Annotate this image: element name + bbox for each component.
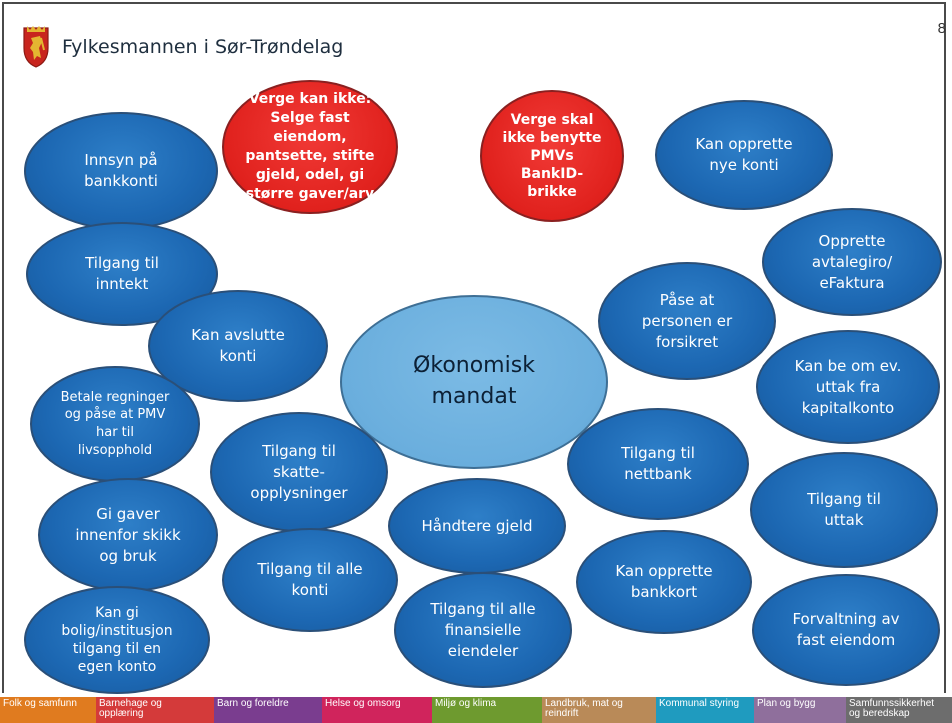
node-regninger: Betale regninger og påse at PMV har til … bbox=[30, 366, 200, 482]
category-landbruk[interactable]: Landbruk, mat og reindrift bbox=[542, 697, 656, 723]
node-avslutte: Kan avslutte konti bbox=[148, 290, 328, 402]
node-eiendom: Forvaltning av fast eiendom bbox=[752, 574, 940, 686]
node-eiendeler: Tilgang til alle finansielle eiendeler bbox=[394, 572, 572, 688]
node-ikke-selge: Verge kan ikke: Selge fast eiendom, pant… bbox=[222, 80, 398, 214]
node-uttak: Tilgang til uttak bbox=[750, 452, 938, 568]
node-kapitalkonto: Kan be om ev. uttak fra kapitalkonto bbox=[756, 330, 940, 444]
node-innsyn: Innsyn på bankkonti bbox=[24, 112, 218, 230]
category-folk-og-samfunn[interactable]: Folk og samfunn bbox=[0, 697, 96, 723]
org-title: Fylkesmannen i Sør-Trøndelag bbox=[62, 36, 344, 58]
category-barn-og-foreldre[interactable]: Barn og foreldre bbox=[214, 697, 322, 723]
center-node: Økonomisk mandat bbox=[340, 295, 608, 469]
node-nettbank: Tilgang til nettbank bbox=[567, 408, 749, 520]
category-barnehage-og-opplaering[interactable]: Barnehage og opplæring bbox=[96, 697, 214, 723]
category-plan-og-bygg[interactable]: Plan og bygg bbox=[754, 697, 846, 723]
node-bolig: Kan gi bolig/institusjon tilgang til en … bbox=[24, 586, 210, 694]
node-bankkort: Kan opprette bankkort bbox=[576, 530, 752, 634]
category-kommunal-styring[interactable]: Kommunal styring bbox=[656, 697, 754, 723]
category-miljo-og-klima[interactable]: Miljø og klima bbox=[432, 697, 542, 723]
node-alle-konti: Tilgang til alle konti bbox=[222, 528, 398, 632]
category-samfunnssikkerhet[interactable]: Samfunnssikkerhet og beredskap bbox=[846, 697, 952, 723]
node-gaver: Gi gaver innenfor skikk og bruk bbox=[38, 478, 218, 592]
node-skatt: Tilgang til skatte- opplysninger bbox=[210, 412, 388, 532]
slide-frame bbox=[2, 2, 946, 693]
node-gjeld: Håndtere gjeld bbox=[388, 478, 566, 574]
node-opprette-konti: Kan opprette nye konti bbox=[655, 100, 833, 210]
header: Fylkesmannen i Sør-Trøndelag bbox=[20, 22, 343, 72]
category-helse-og-omsorg[interactable]: Helse og omsorg bbox=[322, 697, 432, 723]
coat-of-arms-icon bbox=[23, 26, 49, 68]
node-ikke-bankid: Verge skal ikke benytte PMVs BankID- bri… bbox=[480, 90, 624, 222]
page-number: 8 bbox=[937, 20, 946, 37]
node-avtalegiro: Opprette avtalegiro/ eFaktura bbox=[762, 208, 942, 316]
category-bar: Folk og samfunn Barnehage og opplæring B… bbox=[0, 697, 952, 723]
node-forsikret: Påse at personen er forsikret bbox=[598, 262, 776, 380]
